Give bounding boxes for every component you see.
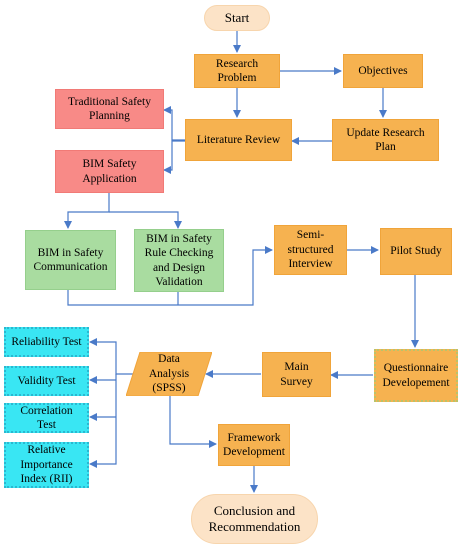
bim-safety-application-node: BIM Safety Application xyxy=(55,150,164,193)
bim-safety-communication-label: BIM in Safety Communication xyxy=(33,246,108,273)
objectives-label: Objectives xyxy=(358,64,408,77)
bim-rule-checking-label: BIM in Safety Rule Checking and Design V… xyxy=(144,232,214,288)
conclusion-label: Conclusion and Recommendation xyxy=(208,502,301,534)
validity-test-node: Validity Test xyxy=(4,366,89,396)
arrow-literature-to-bim-application xyxy=(163,140,185,174)
traditional-safety-planning-label: Traditional Safety Planning xyxy=(68,95,151,122)
questionnaire-development-label: Questionnaire Developement xyxy=(382,362,450,389)
arrow-literature-to-traditional xyxy=(163,106,185,141)
literature-review-node: Literature Review xyxy=(185,119,292,161)
semi-structured-interview-label: Semi- structured Interview xyxy=(287,229,334,271)
questionnaire-development-node: Questionnaire Developement xyxy=(374,349,458,402)
arrow-analysis-to-reliability xyxy=(89,338,138,375)
rii-node: Relative Importance Index (RII) xyxy=(4,442,89,488)
bim-safety-application-label: BIM Safety Application xyxy=(82,158,137,185)
rii-label: Relative Importance Index (RII) xyxy=(20,444,73,486)
main-survey-node: Main Survey xyxy=(262,352,331,397)
data-analysis-node: Data Analysis (SPSS) xyxy=(126,352,212,396)
start-node: Start xyxy=(204,5,270,31)
framework-development-label: Framework Development xyxy=(223,431,285,458)
pilot-study-label: Pilot Study xyxy=(390,245,442,258)
data-analysis-label: Data Analysis (SPSS) xyxy=(148,353,190,395)
framework-development-node: Framework Development xyxy=(218,424,290,466)
bim-rule-checking-node: BIM in Safety Rule Checking and Design V… xyxy=(134,229,224,292)
main-survey-label: Main Survey xyxy=(280,361,313,388)
reliability-test-label: Reliability Test xyxy=(11,335,82,348)
objectives-node: Objectives xyxy=(343,54,423,88)
data-analysis-shape xyxy=(126,352,212,396)
update-research-plan-node: Update Research Plan xyxy=(332,119,439,161)
arrow-bim-to-interview xyxy=(67,246,273,306)
research-problem-node: Research Problem xyxy=(194,54,280,88)
literature-review-label: Literature Review xyxy=(196,133,281,146)
arrow-bim-application-to-communication xyxy=(64,193,110,229)
correlation-test-node: Correlation Test xyxy=(4,403,89,433)
reliability-test-node: Reliability Test xyxy=(4,327,89,357)
update-research-plan-label: Update Research Plan xyxy=(346,126,425,153)
research-problem-label: Research Problem xyxy=(215,57,259,84)
semi-structured-interview-node: Semi- structured Interview xyxy=(274,225,347,275)
arrow-bim-application-to-rule-checking xyxy=(109,211,182,229)
arrow-analysis-to-framework xyxy=(169,395,217,448)
correlation-test-label: Correlation Test xyxy=(20,404,73,431)
traditional-safety-planning-node: Traditional Safety Planning xyxy=(55,89,164,129)
arrow-analysis-to-rii xyxy=(89,374,117,468)
validity-test-label: Validity Test xyxy=(17,374,76,387)
start-label: Start xyxy=(224,9,250,25)
conclusion-node: Conclusion and Recommendation xyxy=(191,494,318,544)
pilot-study-node: Pilot Study xyxy=(380,228,452,275)
bim-safety-communication-node: BIM in Safety Communication xyxy=(25,230,116,290)
